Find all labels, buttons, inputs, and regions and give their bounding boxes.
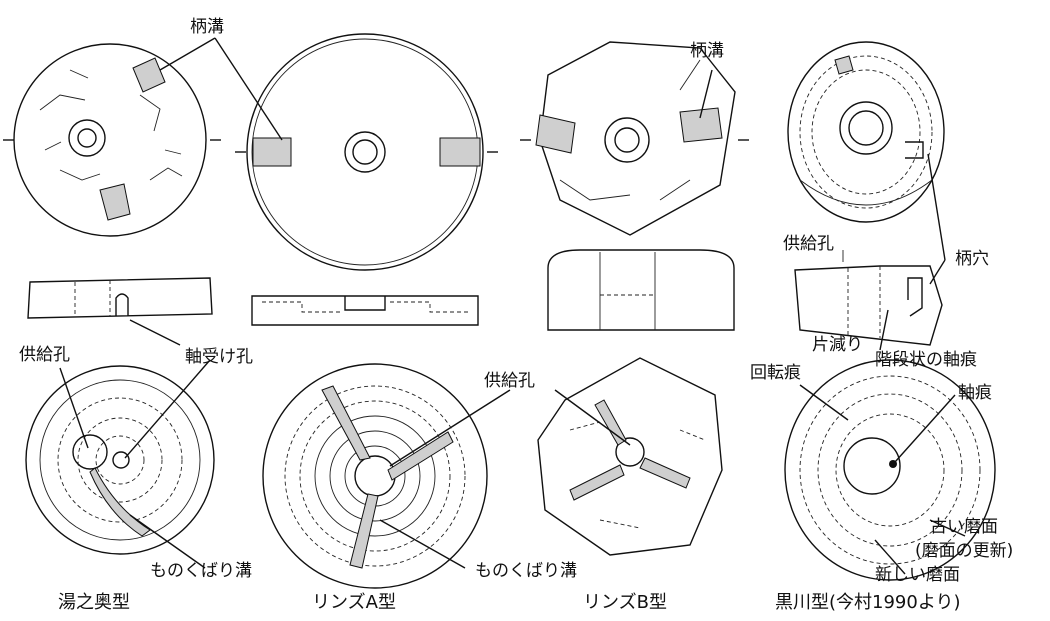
caption-kurokawa: 黒川型(今村1990より) — [775, 592, 961, 613]
caption-rinzu-b: リンズB型 — [583, 592, 667, 613]
label-rotation-mark: 回転痕 — [750, 363, 801, 383]
rinzu-a-bottom-view — [262, 363, 488, 589]
label-feed-hole-yunooku: 供給孔 — [19, 345, 70, 365]
label-bearing-hole: 軸受け孔 — [185, 347, 253, 367]
label-groove-a: ものくばり溝 — [475, 561, 577, 581]
kurokawa-top-view — [787, 41, 945, 223]
caption-rinzu-a: リンズA型 — [312, 592, 396, 613]
yunooku-section-view — [27, 277, 213, 319]
leader-lines — [59, 37, 966, 575]
rinzu-a-section-view — [251, 295, 479, 326]
yunooku-bottom-view — [25, 365, 215, 555]
rinzu-b-bottom-view — [537, 357, 723, 556]
label-handle-groove-2: 柄溝 — [690, 41, 724, 61]
label-feed-hole-kurokawa: 供給孔 — [783, 234, 834, 254]
yunooku-top-view — [3, 43, 221, 237]
rinzu-b-top-view — [520, 41, 749, 236]
label-handle-groove-1: 柄溝 — [190, 17, 224, 37]
label-old-grinding-surface: 古い磨面 — [930, 517, 998, 537]
label-axis-mark: 軸痕 — [958, 383, 992, 403]
label-one-side-wear: 片減り — [812, 335, 863, 355]
label-groove-yunooku: ものくばり溝 — [150, 561, 252, 581]
label-new-grinding-surface: 新しい磨面 — [875, 565, 960, 585]
label-stepped-axis-mark: 階段状の軸痕 — [875, 350, 977, 370]
kurokawa-bottom-view — [784, 359, 996, 581]
label-handle-hole: 柄穴 — [955, 249, 989, 269]
caption-yunooku: 湯之奥型 — [58, 592, 130, 613]
label-feed-hole-a: 供給孔 — [484, 371, 535, 391]
rinzu-a-top-view — [235, 33, 498, 271]
kurokawa-section-view — [794, 250, 943, 346]
label-surface-renewal: (磨面の更新) — [915, 541, 1013, 561]
rinzu-b-section-view — [547, 249, 735, 331]
